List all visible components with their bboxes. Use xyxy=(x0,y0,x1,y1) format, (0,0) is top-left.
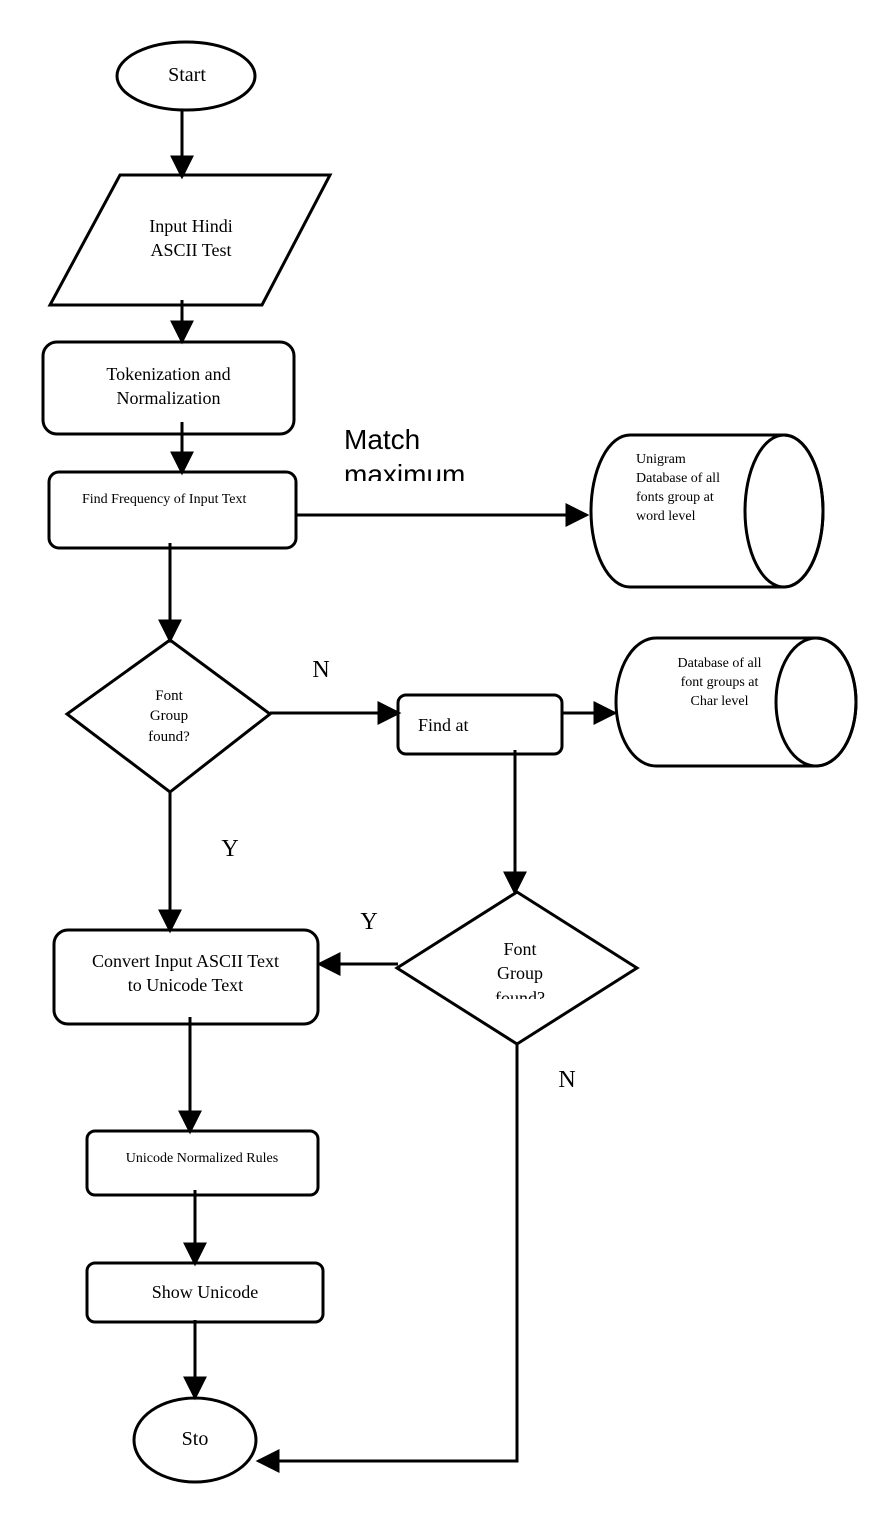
tokenize-label: Tokenization and Normalization xyxy=(106,364,231,409)
match-note: Match maximum xyxy=(344,424,466,481)
frequency-box xyxy=(47,470,298,550)
unigram-db-label: Unigram Database of all fonts group at w… xyxy=(636,452,720,524)
unicode-rules-label: Unicode Normalized Rules xyxy=(125,1151,279,1166)
decision1-yes-label: Y xyxy=(221,836,239,862)
input-label: Input Hindi ASCII Test xyxy=(149,216,233,261)
convert-box xyxy=(52,928,320,1026)
unigram-db-cap xyxy=(743,433,825,589)
decision2-no-label: N xyxy=(558,1067,576,1093)
show-unicode-label: Show Unicode xyxy=(151,1282,259,1302)
arrow-decision2-stop xyxy=(255,1042,519,1473)
decision2-label: Font Group found? xyxy=(495,939,545,999)
convert-label: Convert Input ASCII Text to Unicode Text xyxy=(92,951,279,996)
tokenize-box xyxy=(41,340,296,436)
char-db-label: Database of all font groups at Char leve… xyxy=(677,656,762,709)
start-terminal xyxy=(115,40,257,112)
input-parallelogram xyxy=(47,173,333,307)
decision1-label: Font Group found? xyxy=(148,688,190,745)
find-at-label: Find at xyxy=(418,715,469,735)
unicode-rules-box xyxy=(85,1129,320,1197)
frequency-label: Find Frequency of Input Text xyxy=(82,492,247,507)
decision1-no-label: N xyxy=(312,657,330,683)
char-db-cap xyxy=(774,636,858,768)
decision2-yes-label: Y xyxy=(360,909,378,935)
start-label: Start xyxy=(168,64,206,86)
stop-label: Sto xyxy=(181,1428,209,1450)
